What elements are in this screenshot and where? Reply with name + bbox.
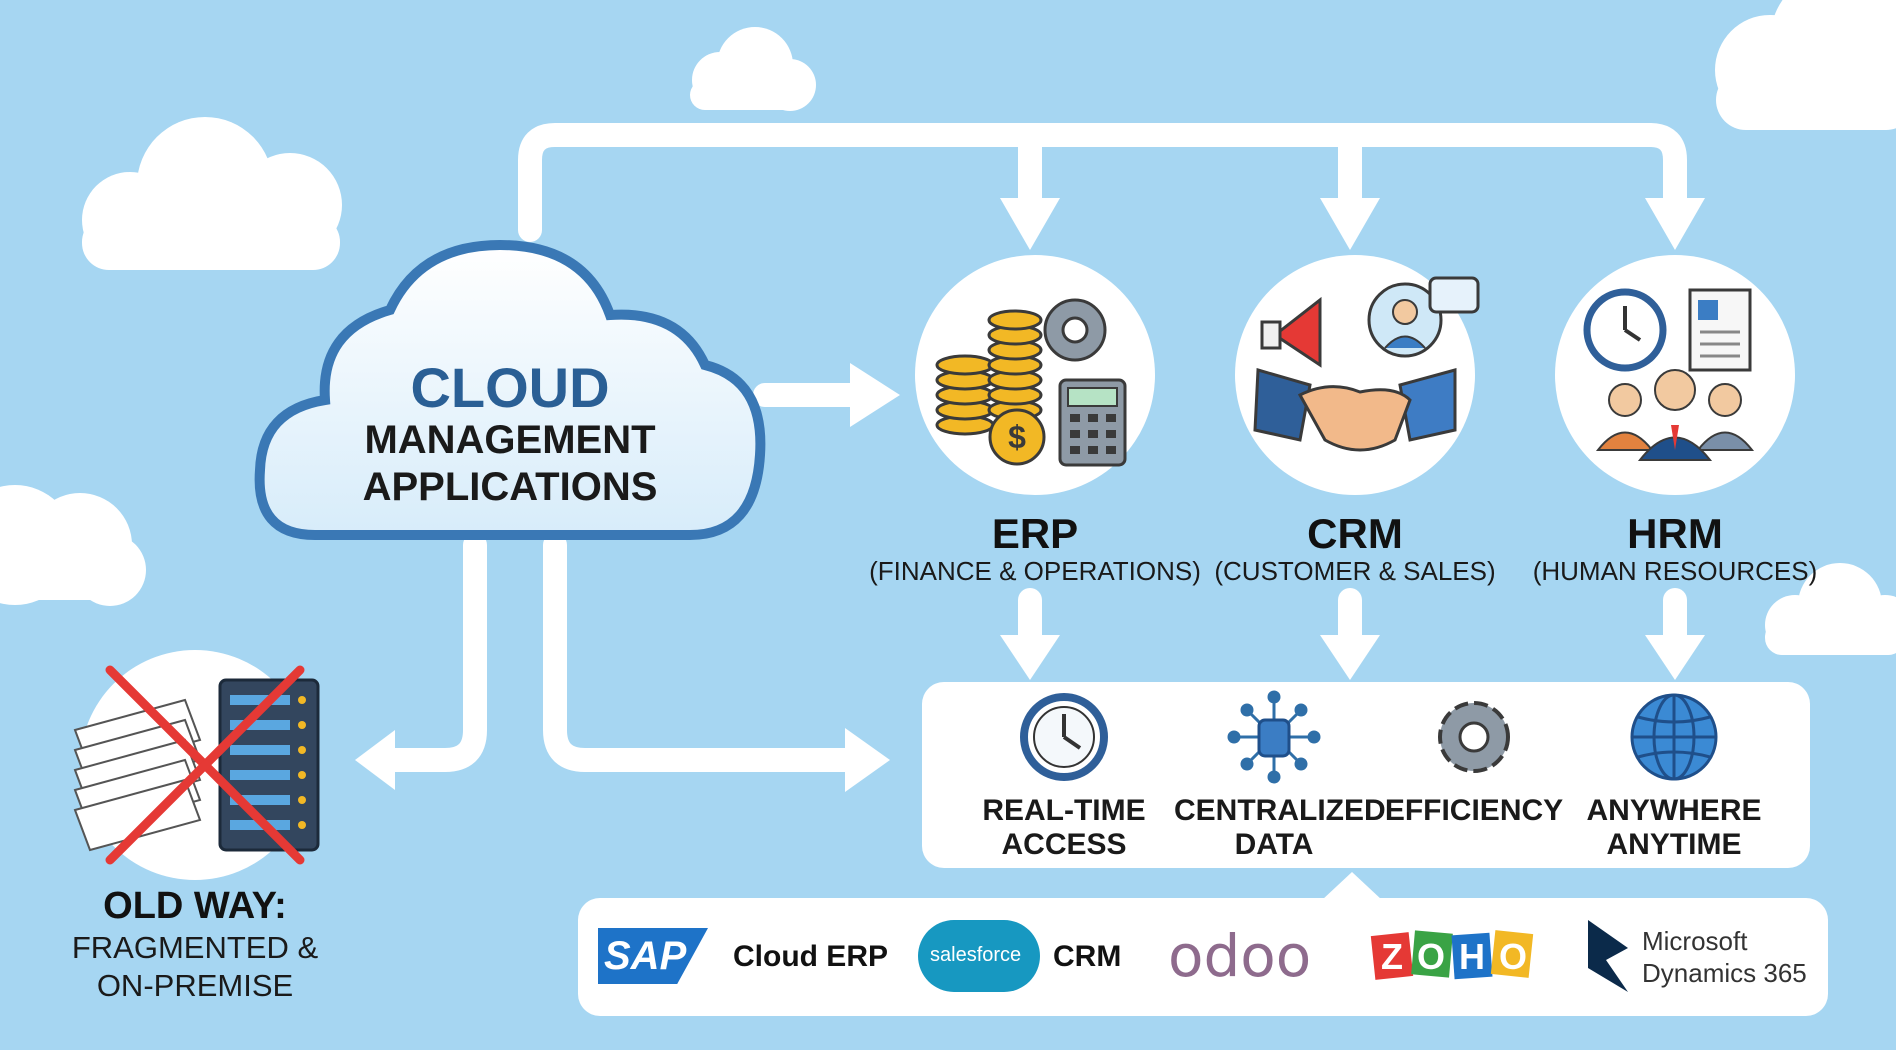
cloud-mid-left — [0, 485, 146, 606]
cloud-top-right — [1715, 0, 1896, 130]
database-network-icon — [1227, 690, 1321, 784]
vendor-logos-bar: SAP Cloud ERP salesforce CRM odoo ZOHO M… — [578, 898, 1828, 1016]
module-hrm-subtitle: (HUMAN RESOURCES) — [1532, 556, 1818, 586]
connector-arrows — [373, 123, 1687, 772]
arrowheads — [355, 198, 1705, 792]
background-clouds — [0, 0, 1896, 655]
hub-cloud — [254, 239, 766, 540]
dynamics-logo-line2: Dynamics 365 — [1642, 958, 1807, 988]
old-way-title: OLD WAY: — [103, 885, 287, 927]
arrowhead-benefits — [845, 728, 890, 792]
cloud-top-center — [690, 27, 816, 111]
salesforce-logo-text: salesforce — [930, 944, 1022, 966]
dynamics-logo-line1: Microsoft — [1642, 926, 1748, 956]
arrowhead-hrm — [1645, 198, 1705, 250]
arrowhead-hub-to-erp — [850, 363, 900, 427]
sap-label: Cloud ERP — [733, 940, 888, 973]
svg-text:$: $ — [1008, 419, 1026, 455]
module-erp-subtitle: (FINANCE & OPERATIONS) — [869, 556, 1201, 586]
arrowhead-erp-down — [1000, 635, 1060, 680]
module-erp-name: ERP — [991, 510, 1079, 557]
hub-line2: MANAGEMENT — [364, 418, 656, 462]
hub-down-left — [373, 533, 487, 772]
hub-down-right — [543, 533, 867, 772]
vendor-salesforce: salesforce CRM — [918, 918, 1158, 998]
arrowhead-hrm-down — [1645, 635, 1705, 680]
zoho-logo-text: ZOHO — [1381, 936, 1541, 977]
clock-team-document-icon — [1583, 288, 1755, 461]
cloud-mid-right — [1765, 563, 1896, 655]
handshake-megaphone-icon — [1253, 276, 1480, 452]
finance-coins-calculator-icon: $ — [935, 298, 1127, 467]
clock-icon — [1020, 693, 1108, 781]
module-crm-name: CRM — [1307, 510, 1403, 557]
arrowhead-erp — [1000, 198, 1060, 250]
arrowhead-crm-down — [1320, 635, 1380, 680]
salesforce-label: CRM — [1053, 940, 1122, 973]
arrowhead-old-way — [355, 730, 395, 790]
old-way-line2: FRAGMENTED & — [71, 930, 319, 965]
calculator — [1058, 378, 1127, 467]
cloud-top-left — [82, 117, 342, 270]
hub-title: CLOUD — [410, 356, 610, 419]
dynamics-logo-icon — [1588, 920, 1628, 992]
globe-icon — [1630, 693, 1718, 781]
top-bus-line — [518, 123, 1687, 242]
salesforce-logo: salesforce — [918, 920, 1040, 992]
benefit-icons — [1020, 690, 1718, 784]
vendor-microsoft-dynamics: Microsoft Dynamics 365 — [1586, 912, 1816, 1002]
old-way-line3: ON-PREMISE — [96, 968, 294, 1003]
module-hrm-name: HRM — [1627, 510, 1723, 557]
sap-logo-text: SAP — [604, 934, 687, 978]
hub-line3: APPLICATIONS — [362, 465, 658, 509]
crossed-out-papers-server-icon — [73, 665, 320, 865]
odoo-logo-text: odoo — [1168, 922, 1312, 990]
panel-pointer — [1322, 872, 1382, 900]
vendor-zoho: ZOHO — [1370, 928, 1543, 988]
sap-logo: SAP — [598, 928, 708, 984]
module-crm-subtitle: (CUSTOMER & SALES) — [1214, 556, 1496, 586]
gear-icon — [1438, 701, 1510, 773]
vendor-odoo: odoo — [1168, 918, 1328, 998]
vendor-sap: SAP Cloud ERP — [598, 928, 898, 988]
arrowhead-crm — [1320, 198, 1380, 250]
benefit-efficiency: EFFICIENCY — [1384, 794, 1564, 827]
